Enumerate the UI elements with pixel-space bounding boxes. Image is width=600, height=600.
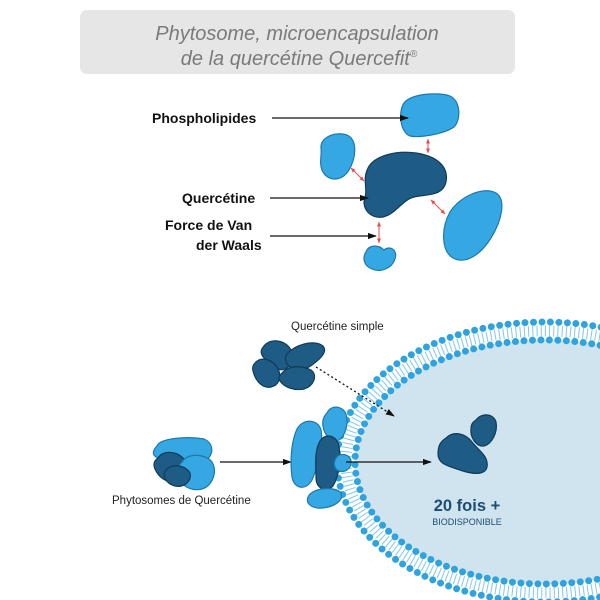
registered-trademark-mark: ® <box>410 49 418 60</box>
van-der-waals-force-arrow-right <box>430 199 446 215</box>
simple-quercetin-dotted-arrow <box>315 366 395 417</box>
van-der-waals-force-arrow-left <box>350 167 365 182</box>
phytosome-structure-diagram: Phospholipides Quercétine Force de Van d… <box>152 93 503 271</box>
label-phospholipids: Phospholipides <box>152 110 256 126</box>
header-title-line2: de la quercétine Quercefit® <box>181 48 418 70</box>
header-background <box>80 10 515 74</box>
quercetin-blob-center <box>363 151 447 218</box>
phospholipid-blob-right <box>443 190 503 261</box>
membrane-lipid-tails <box>340 325 600 599</box>
membrane-fusing-phytosome <box>290 406 352 509</box>
fusing-phospholipid <box>290 420 323 488</box>
fusing-quercetin <box>315 435 341 491</box>
fusing-phospholipid <box>333 453 352 473</box>
bioavailability-caption: BIODISPONIBLE <box>432 517 502 527</box>
label-quercetin: Quercétine <box>182 190 255 206</box>
label-van-der-waals-line1: Force de Van <box>165 217 252 233</box>
fusing-phospholipid <box>306 488 343 509</box>
phospholipid-blob-top <box>400 93 460 138</box>
bioavailability-multiplier: 20 fois + <box>434 497 501 515</box>
header-title-line1: Phytosome, microencapsulation <box>155 23 438 45</box>
phytosome-cluster <box>152 437 215 491</box>
label-van-der-waals-line2: der Waals <box>196 237 262 253</box>
header-banner: Phytosome, microencapsulation de la quer… <box>80 10 515 74</box>
absorbed-quercetin-particle <box>470 414 497 447</box>
absorbed-quercetin <box>437 414 497 474</box>
absorption-diagram: Quercétine simple Phytosomes de Quercéti… <box>112 318 600 600</box>
absorbed-quercetin-particle <box>437 433 488 474</box>
label-phytosomes: Phytosomes de Quercétine <box>112 495 251 507</box>
quercetin-particle <box>252 358 281 388</box>
fusing-phospholipid <box>322 406 348 442</box>
phospholipid-blob-left <box>320 133 356 180</box>
header-title-line2-text: de la quercétine Quercefit <box>181 48 411 70</box>
quercetin-particle <box>284 342 326 371</box>
quercetin-particle <box>278 366 316 391</box>
phytosome-quercetin <box>163 465 191 487</box>
label-simple-quercetin: Quercétine simple <box>291 321 384 333</box>
phospholipid-blob-bottom <box>363 245 397 271</box>
simple-quercetin-cluster <box>252 340 326 391</box>
